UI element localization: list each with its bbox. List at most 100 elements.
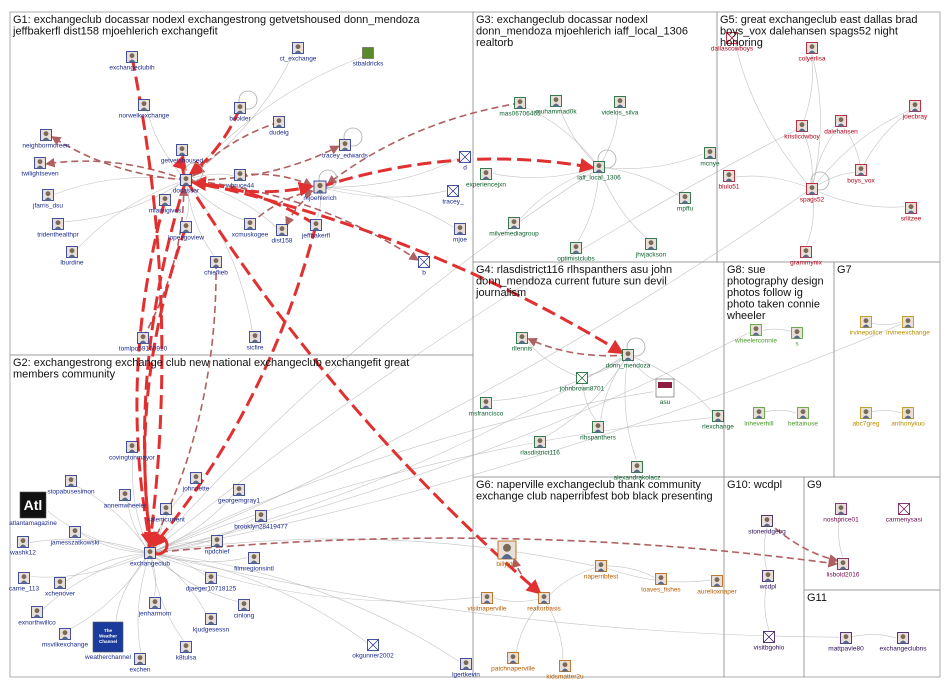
node-srlitzee[interactable]: srlitzee <box>901 202 922 223</box>
node-docassar[interactable]: docassar <box>173 174 200 195</box>
node-chieflieb[interactable]: chieflieb <box>204 256 228 277</box>
node-exchangeclub[interactable]: exchangeclub <box>130 547 170 568</box>
node-twilightseven[interactable]: twilightseven <box>21 157 59 178</box>
node-jamesszatkowski[interactable]: jamesszatkowski <box>50 526 100 547</box>
node-stbaldricks[interactable]: stbaldricks <box>353 47 384 68</box>
node-tridenthealthpr[interactable]: tridenthealthpr <box>37 218 80 239</box>
node-aurelioxnaper[interactable]: aurelioxnaper <box>697 575 738 596</box>
node-washk12[interactable]: washk12 <box>9 536 36 557</box>
node-colyerlisa[interactable]: colyerlisa <box>798 42 826 63</box>
node-billyjdol[interactable]: billyjdol <box>496 540 518 568</box>
node-msvilkexchange[interactable]: msvilkexchange <box>42 628 89 649</box>
node-ct_exchange[interactable]: ct_exchange <box>280 42 317 63</box>
node-b[interactable]: b <box>418 256 430 277</box>
node-muhammad0k[interactable]: muhammad0k <box>535 95 577 116</box>
node-kidsmatter2u[interactable]: kidsmatter2u <box>546 660 584 681</box>
node-donn_mendoza[interactable]: donn_mendoza <box>606 349 651 370</box>
node-johnnette[interactable]: johnnette <box>182 472 210 493</box>
node-exnorthwillco[interactable]: exnorthwillco <box>18 606 56 627</box>
node-mattpavle80[interactable]: mattpavle80 <box>828 632 864 653</box>
node-carmenysasi[interactable]: carmenysasi <box>886 503 922 524</box>
node-lisbold2016[interactable]: lisbold2016 <box>827 558 860 579</box>
node-d[interactable]: d <box>459 151 471 172</box>
node-grammynix[interactable]: grammynix <box>790 246 823 267</box>
node-bsolder[interactable]: bsolder <box>229 102 251 123</box>
node-miamigives[interactable]: miamigives <box>149 194 182 215</box>
node-tomlpo59160910[interactable]: tomlpo59160910 <box>119 332 168 353</box>
node-lgertkevin[interactable]: lgertkevin <box>452 658 480 679</box>
node-noshprice01[interactable]: noshprice01 <box>823 503 859 524</box>
node-norwelkexchange[interactable]: norwelkexchange <box>119 99 170 120</box>
node-xchenover[interactable]: xchenover <box>45 577 76 598</box>
node-experiencejxn[interactable]: experiencejxn <box>466 168 506 189</box>
node-neighbormoreen[interactable]: neighbormoreen <box>22 129 70 150</box>
node-annemwheeler[interactable]: annemwheeler <box>104 489 147 510</box>
node-dalehansen[interactable]: dalehansen <box>824 115 858 136</box>
node-jeffbakerfl[interactable]: jeffbakerfl <box>301 219 331 240</box>
node-patchnaperville[interactable]: patchnaperville <box>491 652 535 673</box>
node-naperribfest[interactable]: naperribfest <box>584 560 619 581</box>
node-msfrancisco[interactable]: msfrancisco <box>469 397 504 418</box>
node-lopezgoview[interactable]: lopezgoview <box>168 221 204 242</box>
node-wcdpl[interactable]: wcdpl <box>759 570 777 591</box>
node-rlhspanthers[interactable]: rlhspanthers <box>580 421 617 442</box>
node-mas06706465[interactable]: mas06706465 <box>499 97 541 118</box>
node-getvetshoused[interactable]: getvetshoused <box>161 144 204 165</box>
node-irvinepolice[interactable]: irvinepolice <box>850 316 883 337</box>
node-wbruce44[interactable]: wbruce44 <box>225 169 255 190</box>
node-cinlong[interactable]: cinlong <box>234 599 255 620</box>
node-covingtonmayor[interactable]: covingtonmayor <box>109 441 156 462</box>
node-georgemgray1[interactable]: georgemgray1 <box>218 484 260 505</box>
node-tracey_[interactable]: tracey_ <box>442 185 464 206</box>
node-johnbrown8701[interactable]: johnbrown8701 <box>559 372 605 393</box>
node-exchangeclubns[interactable]: exchangeclubns <box>880 632 928 653</box>
node-loaves_fishes[interactable]: loaves_fishes <box>641 573 681 594</box>
node-kjudgesessn[interactable]: kjudgesessn <box>193 613 230 634</box>
node-carrie_113[interactable]: carrie_113 <box>9 572 40 593</box>
node-kristicowboy[interactable]: kristicowboy <box>784 120 820 141</box>
node-spags52[interactable]: spags52 <box>800 183 825 204</box>
node-jfarris_dsu[interactable]: jfarris_dsu <box>32 189 63 210</box>
node-npdchief[interactable]: npdchief <box>205 535 230 556</box>
node-lnheverhill[interactable]: lnheverhill <box>744 407 774 428</box>
node-xcmuskogee[interactable]: xcmuskogee <box>232 218 269 239</box>
node-lburdine[interactable]: lburdine <box>60 246 84 267</box>
node-abc7greg[interactable]: abc7greg <box>852 407 880 428</box>
node-brooklyn28419477[interactable]: brooklyn28419477 <box>234 510 288 531</box>
node-stopabusesimon[interactable]: stopabusesimon <box>47 475 95 496</box>
node-jenharmom[interactable]: jenharmom <box>138 597 172 618</box>
node-realtorbasis[interactable]: realtorbasis <box>527 592 562 613</box>
node-rllennis[interactable]: rllennis <box>512 332 533 353</box>
node-visitbgohio[interactable]: visitbgohio <box>754 631 785 652</box>
node-okgunner2002[interactable]: okgunner2002 <box>352 639 394 660</box>
node-boys_vox[interactable]: boys_vox <box>847 164 875 185</box>
node-exchangeclubih[interactable]: exchangeclubih <box>109 51 155 72</box>
node-anthonykuo[interactable]: anthonykuo <box>891 407 925 428</box>
node-mpffu[interactable]: mpffu <box>677 192 694 213</box>
node-joecbray[interactable]: joecbray <box>902 100 928 121</box>
node-rlasdistrict116[interactable]: rlasdistrict116 <box>520 436 560 457</box>
node-mcnye[interactable]: mcnye <box>700 147 720 168</box>
node-jhvjackson[interactable]: jhvjackson <box>635 238 667 259</box>
node-iaff_local_1306[interactable]: iaff_local_1306 <box>577 161 621 182</box>
node-dist158[interactable]: dist158 <box>272 224 293 245</box>
node-mjoehlerich[interactable]: mjoehlerich <box>303 180 337 202</box>
node-blulo51[interactable]: blulo51 <box>719 170 740 191</box>
node-sicfire[interactable]: sicfire <box>247 331 264 352</box>
node-k8tulsa[interactable]: k8tulsa <box>176 641 197 662</box>
node-rlexchange[interactable]: rlexchange <box>702 410 734 431</box>
node-alexandrakolacz[interactable]: alexandrakolacz <box>614 461 661 482</box>
node-visitnaperville[interactable]: visitnaperville <box>467 592 507 613</box>
node-mjoe[interactable]: mjoe <box>453 223 467 244</box>
node-milvemediagroup[interactable]: milvemediagroup <box>489 217 539 238</box>
node-dudelg[interactable]: dudelg <box>269 116 289 137</box>
node-videlos_silva[interactable]: videlos_silva <box>602 96 639 117</box>
node-wheelerconnie[interactable]: wheelerconnie <box>734 324 777 345</box>
node-filmregionsintl[interactable]: filmregionsintl <box>234 552 274 573</box>
node-tracey_edwards[interactable]: tracey_edwards <box>322 139 369 160</box>
node-salemcurrent[interactable]: salemcurrent <box>147 503 185 524</box>
node-optimistclubs[interactable]: optimistclubs <box>557 242 596 263</box>
node-djaeger10718125[interactable]: djaeger10718125 <box>186 572 237 593</box>
